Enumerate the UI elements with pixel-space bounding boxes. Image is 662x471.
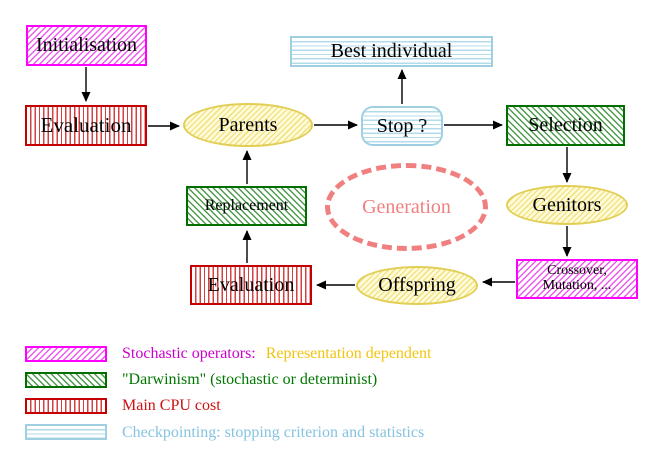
node-best-individual-label: Best individual — [330, 40, 453, 62]
node-evaluation-top: Evaluation — [25, 105, 147, 146]
ellipse-offspring-label: Offspring — [378, 274, 456, 296]
node-selection-label: Selection — [528, 114, 603, 136]
legend-label-stochastic-operators: Stochastic operators: — [122, 345, 256, 362]
legend-label-representation-dependent: Representation dependent — [265, 345, 432, 362]
legend-row-stochastic-operators: Stochastic operators: Representation dep… — [122, 344, 431, 364]
node-crossover-mutation: Crossover, Mutation, ... — [516, 259, 638, 299]
ellipse-generation: Generation — [325, 163, 488, 251]
node-evaluation-bottom-label: Evaluation — [207, 273, 295, 296]
node-replacement: Replacement — [186, 186, 307, 226]
ellipse-parents: Parents — [183, 103, 313, 147]
legend-swatch-darwinism — [25, 372, 107, 388]
node-selection: Selection — [506, 105, 625, 146]
node-best-individual: Best individual — [290, 36, 493, 67]
ellipse-parents-label: Parents — [218, 113, 278, 136]
ellipse-genitors-label: Genitors — [532, 193, 602, 216]
ellipse-generation-label: Generation — [362, 195, 451, 218]
node-stop-label: Stop ? — [376, 114, 428, 137]
ellipse-offspring: Offspring — [356, 266, 478, 305]
ellipse-genitors: Genitors — [506, 185, 628, 225]
node-replacement-label: Replacement — [204, 196, 289, 214]
legend-label-checkpointing: Checkpointing: stopping criterion and st… — [122, 424, 425, 441]
node-evaluation-top-label: Evaluation — [40, 113, 132, 138]
node-stop: Stop ? — [361, 106, 443, 146]
node-crossover-line1: Crossover, — [547, 263, 607, 279]
node-evaluation-bottom: Evaluation — [190, 265, 312, 305]
legend-swatch-checkpointing — [25, 424, 107, 440]
node-initialisation: Initialisation — [26, 25, 147, 66]
node-crossover-line2: Mutation, ... — [542, 278, 612, 293]
legend-label-darwinism: "Darwinism" (stochastic or determinist) — [122, 371, 378, 388]
legend-swatch-main-cpu-cost — [25, 398, 107, 414]
node-initialisation-label: Initialisation — [35, 34, 138, 56]
legend-swatch-stochastic-operators — [25, 346, 107, 362]
legend-label-main-cpu-cost: Main CPU cost — [122, 397, 221, 414]
